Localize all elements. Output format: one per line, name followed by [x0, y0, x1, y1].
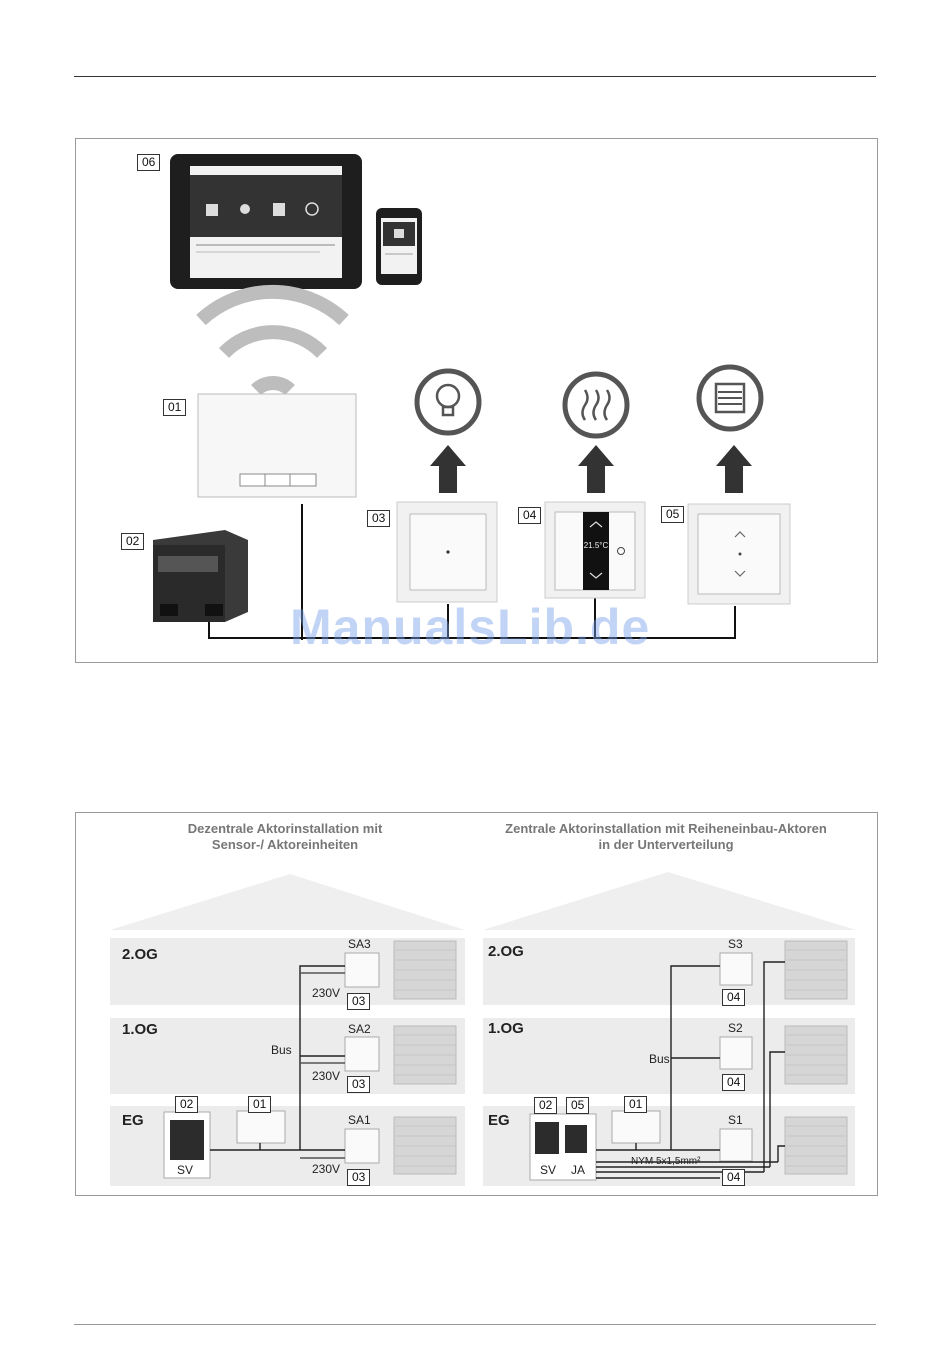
- unit-label-sa2: SA2: [348, 1022, 371, 1036]
- tag-03-2og: 03: [347, 993, 370, 1010]
- tag-04-2og: 04: [722, 989, 745, 1006]
- left-title-line1: Dezentrale Aktorinstallation mit: [150, 821, 420, 837]
- floor-label-right-eg: EG: [488, 1112, 510, 1129]
- right-house-roof: [483, 872, 856, 930]
- tag-04-1og: 04: [722, 1074, 745, 1091]
- left-house-roof: [110, 874, 465, 930]
- left-access-point: [237, 1111, 285, 1143]
- right-title-line2: in der Unterverteilung: [480, 837, 852, 853]
- bus-label-right: Bus: [649, 1052, 670, 1066]
- left-title: Dezentrale Aktorinstallation mit Sensor-…: [150, 821, 420, 853]
- floor-label-left-1og: 1.OG: [122, 1021, 158, 1038]
- sv-label-left: SV: [177, 1163, 193, 1177]
- left-title-line2: Sensor-/ Aktoreinheiten: [150, 837, 420, 853]
- unit-label-sa3: SA3: [348, 937, 371, 951]
- floor-label-left-eg: EG: [122, 1112, 144, 1129]
- voltage-label-1og: 230V: [312, 1069, 340, 1083]
- cable-label: NYM 5x1,5mm²: [631, 1156, 700, 1167]
- ja-label-right: JA: [571, 1163, 585, 1177]
- tag-03-1og: 03: [347, 1076, 370, 1093]
- tag-04-eg: 04: [722, 1169, 745, 1186]
- floor-label-left-2og: 2.OG: [122, 946, 158, 963]
- floor-label-right-1og: 1.OG: [488, 1020, 524, 1037]
- voltage-label-eg: 230V: [312, 1162, 340, 1176]
- unit-label-sa1: SA1: [348, 1113, 371, 1127]
- left-switches: [345, 953, 379, 1163]
- tag-01-left: 01: [248, 1096, 271, 1113]
- floor-label-right-2og: 2.OG: [488, 943, 524, 960]
- bus-label-left: Bus: [271, 1043, 292, 1057]
- unit-label-s3: S3: [728, 937, 743, 951]
- tag-02-left: 02: [175, 1096, 198, 1113]
- unit-label-s1: S1: [728, 1113, 743, 1127]
- right-title: Zentrale Aktorinstallation mit Reihenein…: [480, 821, 852, 853]
- right-access-point: [612, 1111, 660, 1143]
- voltage-label-2og: 230V: [312, 986, 340, 1000]
- sv-label-right: SV: [540, 1163, 556, 1177]
- tag-02-right: 02: [534, 1097, 557, 1114]
- tag-03-eg: 03: [347, 1169, 370, 1186]
- unit-label-s2: S2: [728, 1021, 743, 1035]
- right-title-line1: Zentrale Aktorinstallation mit Reihenein…: [480, 821, 852, 837]
- right-switches: [720, 953, 752, 1161]
- tag-01-right: 01: [624, 1096, 647, 1113]
- tag-05-right: 05: [566, 1097, 589, 1114]
